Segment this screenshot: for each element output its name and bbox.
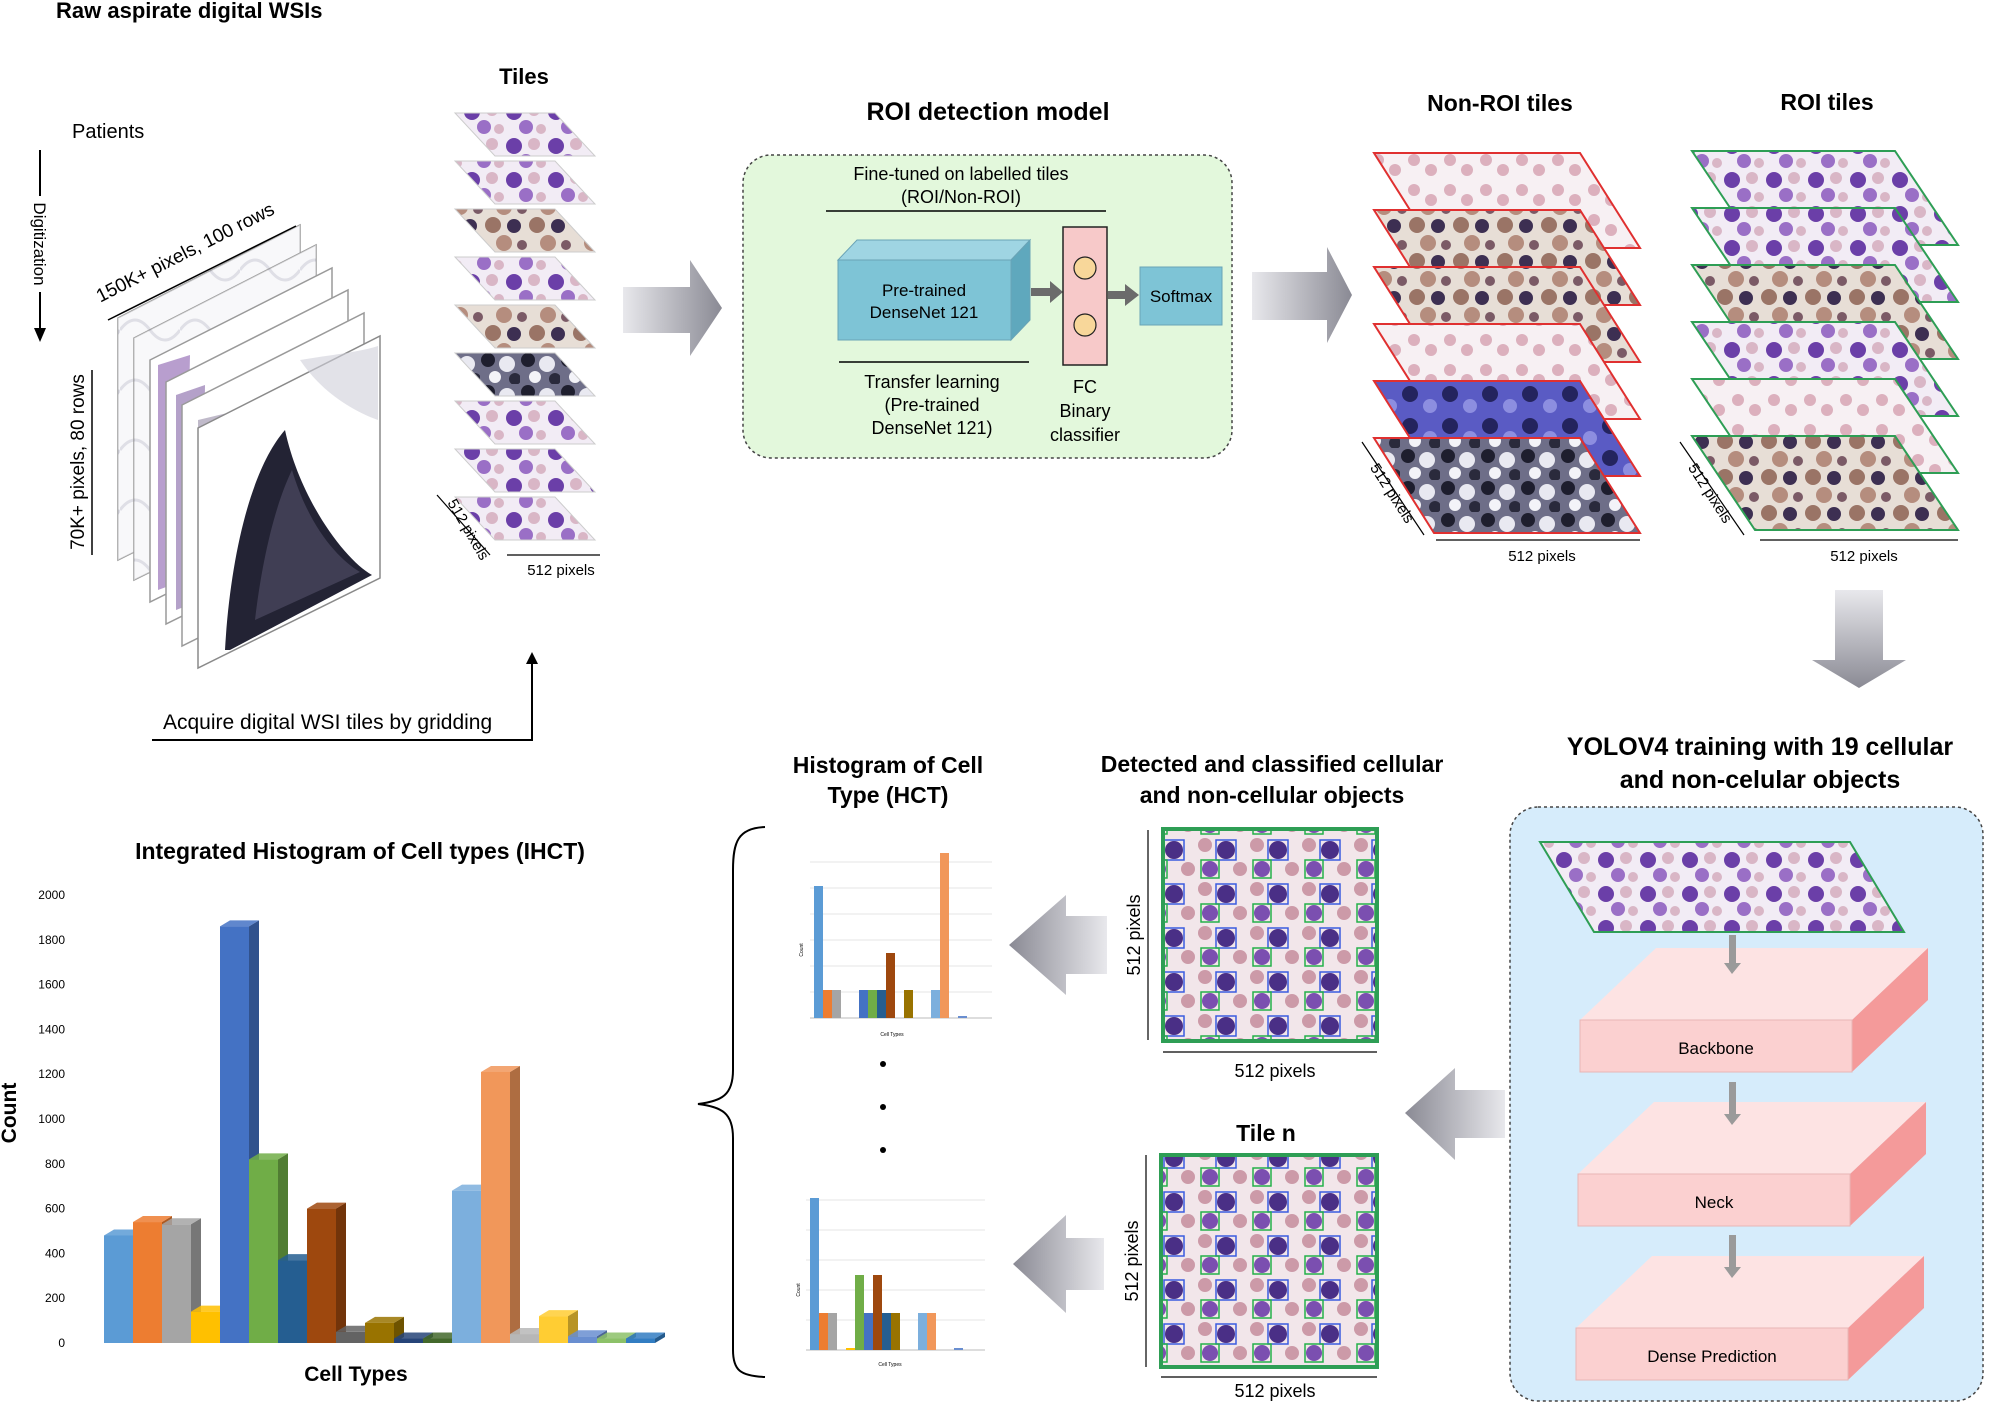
finetuned-line1: Fine-tuned on labelled tiles <box>853 164 1068 184</box>
hct-title-2: Type (HCT) <box>828 782 949 808</box>
patients-label: Patients <box>72 121 144 143</box>
ihct-y-tick-6: 1200 <box>38 1067 65 1081</box>
arrow-densenet-to-fc <box>1031 281 1063 303</box>
digitization-label: Digitization <box>30 202 49 285</box>
arrow-tiles-to-model <box>623 260 722 356</box>
ihct-y-tick-0: 0 <box>58 1336 65 1350</box>
backbone-block <box>1579 948 1928 1073</box>
detected-px-v-2: 512 pixels <box>1122 1220 1142 1301</box>
wsi-width-line <box>107 225 297 321</box>
roi-px-w: 512 pixels <box>1830 548 1898 565</box>
roi-stack <box>1690 150 1960 531</box>
softmax-label: Softmax <box>1150 287 1213 306</box>
nonroi-stack <box>1372 152 1642 534</box>
ihct-title: Integrated Histogram of Cell types (IHCT… <box>135 838 585 864</box>
tiles-title: Tiles <box>499 64 549 89</box>
ihct-y-tick-8: 1600 <box>38 978 65 992</box>
detected-px-v-1: 512 pixels <box>1124 894 1144 975</box>
detected-title-1: Detected and classified cellular <box>1101 751 1444 777</box>
detected-px-h-1: 512 pixels <box>1234 1061 1315 1081</box>
nonroi-px-w: 512 pixels <box>1508 548 1576 565</box>
hctn-ylabel: Count <box>796 1283 802 1297</box>
finetuned-line2: (ROI/Non-ROI) <box>901 187 1021 207</box>
pretrained-line2: DenseNet 121 <box>870 303 979 322</box>
ihct-y-tick-3: 600 <box>45 1202 65 1216</box>
densenet-block <box>836 238 1032 342</box>
yolo-title-2: and non-celular objects <box>1620 766 1901 794</box>
hct1-ylabel: Count <box>799 943 805 957</box>
ihct-ylabel: Count <box>0 1083 21 1144</box>
arrow-detected-to-hct-1 <box>1009 895 1107 995</box>
softmax-block <box>1139 266 1223 326</box>
wsi-title: Raw aspirate digital WSIs <box>56 0 323 23</box>
hct-mini-chart-n: Count Cell Types <box>795 1190 995 1370</box>
ihct-y-tick-9: 1800 <box>38 933 65 947</box>
ihct-y-tick-4: 800 <box>45 1157 65 1171</box>
ihct-bar-14 <box>481 1065 520 1343</box>
yolo-title-1: YOLOV4 training with 19 cellular <box>1567 733 1953 761</box>
hctn-xlabel: Cell Types <box>878 1362 902 1368</box>
arrow-roi-to-yolo <box>1812 590 1906 688</box>
dense-label: Dense Prediction <box>1647 1347 1776 1366</box>
arrow-fc-to-softmax <box>1108 284 1139 306</box>
ihct-bars <box>104 920 665 1343</box>
wsi-slide-stack <box>117 223 381 670</box>
ihct-bar-8 <box>307 1202 346 1343</box>
backbone-label: Backbone <box>1678 1039 1754 1058</box>
nonroi-h-line <box>1361 441 1425 536</box>
arrow-model-to-tiles <box>1252 247 1352 343</box>
fc-line2: Binary <box>1059 401 1110 421</box>
dense-prediction-block <box>1575 1256 1924 1381</box>
arrow-yolo-to-detected <box>1405 1068 1505 1160</box>
transfer-line2: (Pre-trained <box>884 395 979 415</box>
fc-neuron-1 <box>1073 256 1097 280</box>
ihct-y-ticks: 0 200 400 600 800 1000 1200 1400 1600 1800 2000 <box>38 888 65 1350</box>
wsi-height-label: 70K+ pixels, 80 rows <box>68 374 89 550</box>
arrow-detected-to-hct-n <box>1013 1215 1104 1313</box>
detected-tile-n <box>1159 1153 1379 1369</box>
hct-title-1: Histogram of Cell <box>793 752 983 778</box>
hct1-xlabel: Cell Types <box>880 1032 904 1038</box>
tiles-px-w: 512 pixels <box>527 562 595 579</box>
ihct-y-tick-5: 1000 <box>38 1112 65 1126</box>
gridding-arrow <box>152 652 538 741</box>
ihct-bar-19 <box>626 1332 665 1343</box>
fc-layer <box>1062 226 1108 366</box>
ihct-y-tick-7: 1400 <box>38 1022 65 1036</box>
roi-h-line <box>1679 441 1745 536</box>
yolo-input-tile <box>1538 841 1906 933</box>
tile-n-title: Tile n <box>1236 1120 1296 1146</box>
yolo-flow-arrows <box>1724 935 1741 1278</box>
pretrained-line1: Pre-trained <box>882 281 966 300</box>
fc-line1: FC <box>1073 377 1097 397</box>
fc-line3: classifier <box>1050 425 1120 445</box>
ihct-y-tick-2: 400 <box>45 1246 65 1260</box>
transfer-line1: Transfer learning <box>864 372 999 392</box>
ellipsis-dot-2 <box>880 1104 886 1110</box>
neck-label: Neck <box>1695 1193 1734 1212</box>
hct-mini-chart-1: Count Cell Types <box>795 845 995 1038</box>
ihct-y-tick-10: 2000 <box>38 888 65 902</box>
tiles-stack <box>453 112 597 541</box>
ellipsis-dot-3 <box>880 1147 886 1153</box>
tiles-h-line <box>436 494 491 556</box>
roi-model-title: ROI detection model <box>866 98 1109 126</box>
curly-brace <box>697 826 766 1378</box>
neck-block <box>1577 1102 1926 1227</box>
transfer-line3: DenseNet 121) <box>871 418 992 438</box>
detected-px-h-2: 512 pixels <box>1234 1381 1315 1401</box>
detected-title-2: and non-cellular objects <box>1140 782 1405 808</box>
ihct-y-tick-1: 200 <box>45 1291 65 1305</box>
detected-tile-1 <box>1161 827 1379 1043</box>
fc-neuron-2 <box>1073 313 1097 337</box>
nonroi-title: Non-ROI tiles <box>1427 90 1573 116</box>
ihct-xlabel: Cell Types <box>304 1363 407 1386</box>
acquire-label: Acquire digital WSI tiles by gridding <box>163 711 492 734</box>
ellipsis-dot-1 <box>880 1061 886 1067</box>
roi-title: ROI tiles <box>1780 89 1873 115</box>
